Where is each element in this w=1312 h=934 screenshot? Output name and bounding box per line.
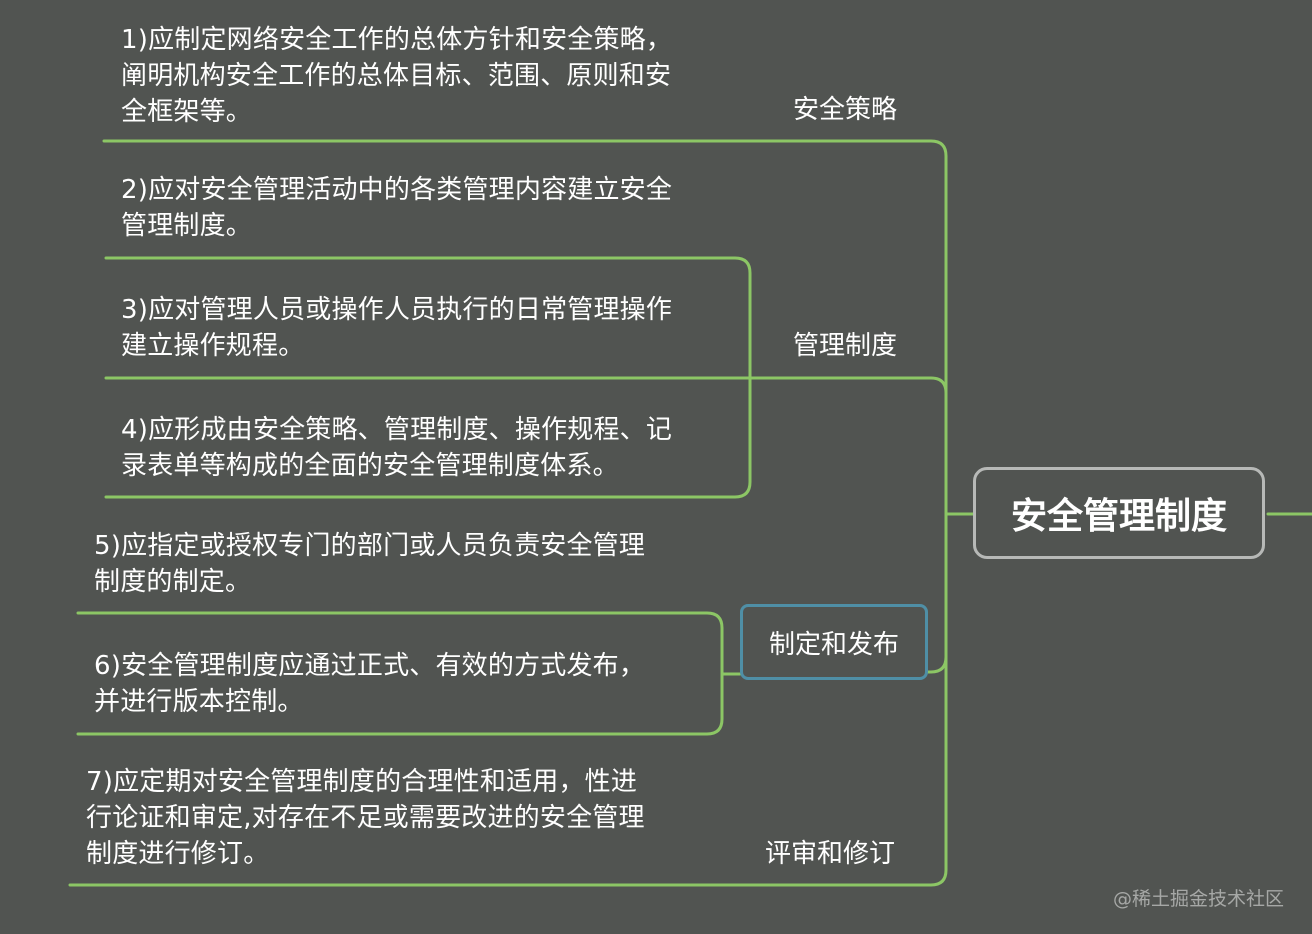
item-1-text: 1)应制定网络安全工作的总体方针和安全策略， 阐明机构安全工作的总体目标、范围、… <box>121 25 673 127</box>
sub-branch-item-6 <box>76 672 724 736</box>
root-topic-label: 安全管理制度 <box>1010 496 1227 537</box>
item-3-text: 3)应对管理人员或操作人员执行的日常管理操作 建立操作规程。 <box>121 295 673 361</box>
trunk-branch-security-policy <box>102 139 948 516</box>
branch-review-revise[interactable]: 评审和修订 <box>765 839 896 869</box>
item-4-text: 4)应形成由安全策略、管理制度、操作规程、记 录表单等构成的全面的安全管理制度体… <box>121 415 673 481</box>
sub-branch-item-4 <box>104 376 752 499</box>
branch-formulate-publish-label: 制定和发布 <box>768 629 899 660</box>
item-5-text: 5)应指定或授权专门的部门或人员负责安全管理 制度的制定。 <box>94 531 646 597</box>
branch-formulate-publish[interactable]: 制定和发布 <box>740 604 928 680</box>
item-6-text: 6)安全管理制度应通过正式、有效的方式发布， 并进行版本控制。 <box>94 651 646 717</box>
item-2-text: 2)应对安全管理活动中的各类管理内容建立安全 管理制度。 <box>121 175 673 241</box>
trunk-branch-review-revise <box>68 512 948 887</box>
sub-branch-item-5 <box>76 611 724 676</box>
sub-branch-item-2 <box>104 256 752 380</box>
branch-security-policy[interactable]: 安全策略 <box>793 95 898 125</box>
watermark: @稀土掘金技术社区 <box>1112 888 1284 910</box>
trunk-branch-management-system <box>748 376 948 516</box>
trunk-branch-formulate-publish <box>926 512 948 674</box>
branch-management-system[interactable]: 管理制度 <box>793 331 898 361</box>
item-7-text: 7)应定期对安全管理制度的合理性和适用，性进 行论证和审定,对存在不足或需要改进… <box>86 767 645 869</box>
root-topic[interactable]: 安全管理制度 <box>973 467 1265 559</box>
